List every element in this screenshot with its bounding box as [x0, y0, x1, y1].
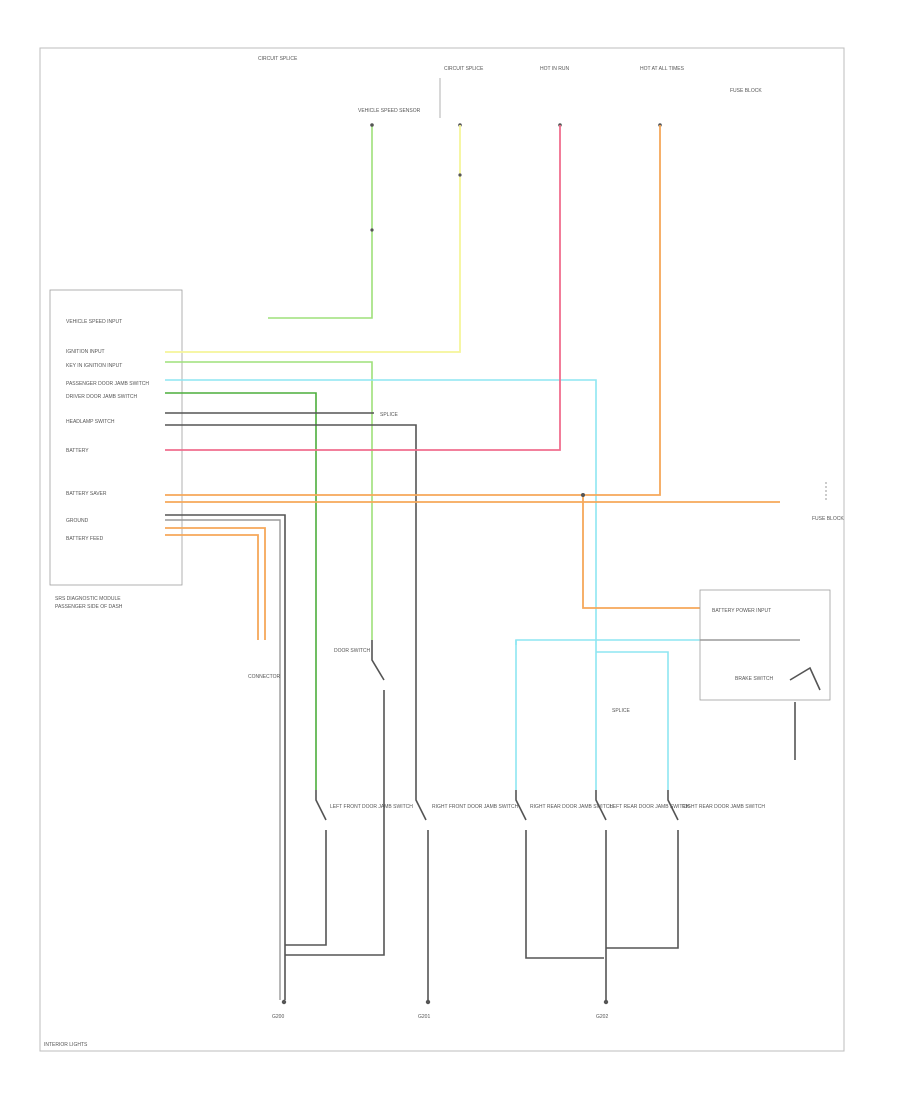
- ground-g202-label: G202: [596, 1014, 608, 1020]
- svg-text:RIGHT REAR DOOR JAMB SWITCH: RIGHT REAR DOOR JAMB SWITCH: [530, 804, 613, 810]
- door-switch-contact: [371, 640, 385, 681]
- ground-g201-pin: [425, 999, 431, 1005]
- wire-gray-right-front: [165, 424, 417, 790]
- diagram-frame: [39, 47, 845, 1052]
- yellow-wire-pin: [458, 173, 462, 177]
- module-pin-4: PASSENGER DOOR JAMB SWITCH: [66, 381, 149, 387]
- connector-label: CONNECTOR: [248, 674, 281, 680]
- wire-orange-connector-a: [165, 527, 266, 640]
- wire-orange-connector-b: [165, 534, 259, 640]
- door-switch-ground: [285, 690, 385, 956]
- switch-right-rear: RIGHT REAR DOOR JAMB SWITCH: [515, 790, 613, 959]
- wire-battery-saver-orange: [165, 125, 661, 496]
- module-pin-5: DRIVER DOOR JAMB SWITCH: [66, 394, 138, 400]
- svg-text:RIGHT REAR DOOR JAMB SWITCH: RIGHT REAR DOOR JAMB SWITCH: [682, 804, 765, 810]
- module-location: PASSENGER SIDE OF DASH: [55, 604, 123, 610]
- wire-driver-jamb-green: [165, 392, 317, 790]
- speed-sensor-pin: [370, 123, 374, 127]
- wire-orange-to-battery-input: [582, 495, 700, 609]
- splice-center-label: SPLICE: [612, 708, 630, 714]
- module-pin-8: BATTERY SAVER: [66, 491, 107, 497]
- ground-g200-pin: [281, 999, 287, 1005]
- top-note-circuit: CIRCUIT SPLICE: [444, 66, 484, 72]
- door-switch-label: DOOR SWITCH: [334, 648, 370, 654]
- module-pin-1: VEHICLE SPEED INPUT: [66, 319, 122, 325]
- wire-speed-sensor: [268, 125, 373, 319]
- speed-wire-pin: [370, 228, 374, 232]
- switch-right-rear-2: RIGHT REAR DOOR JAMB SWITCH: [606, 790, 765, 949]
- ground-g200-label: G200: [272, 1014, 284, 1020]
- top-note-hot-all-times: HOT AT ALL TIMES: [640, 66, 685, 72]
- battery-input-box: [699, 589, 831, 701]
- battery-input-label: BATTERY POWER INPUT: [712, 608, 771, 614]
- top-note-1: CIRCUIT SPLICE: [258, 56, 298, 62]
- module-pin-10: BATTERY FEED: [66, 536, 104, 542]
- speed-sensor-label: VEHICLE SPEED SENSOR: [358, 108, 421, 114]
- module-title: SRS DIAGNOSTIC MODULE: [55, 596, 121, 602]
- svg-text:RIGHT FRONT DOOR JAMB SWITCH: RIGHT FRONT DOOR JAMB SWITCH: [432, 804, 519, 810]
- srs-module-box: [49, 289, 183, 586]
- module-pin-9: GROUND: [66, 518, 89, 524]
- wire-ground-left: [165, 514, 286, 1000]
- wire-cyan-horizontal: [515, 639, 700, 645]
- switch-left-front: LEFT FRONT DOOR JAMB SWITCH: [285, 790, 413, 946]
- brake-switch-contact: [789, 666, 821, 691]
- module-pin-3: KEY IN IGNITION INPUT: [66, 363, 122, 369]
- top-note-hot-in-run: HOT IN RUN: [540, 66, 569, 72]
- svg-text:LEFT REAR DOOR JAMB SWITCH: LEFT REAR DOOR JAMB SWITCH: [610, 804, 690, 810]
- wire-key-in-ignition: [165, 361, 373, 640]
- wire-cyan-left-rear: [596, 651, 669, 790]
- module-pin-6: HEADLAMP SWITCH: [66, 419, 115, 425]
- svg-text:LEFT FRONT DOOR JAMB SWITCH: LEFT FRONT DOOR JAMB SWITCH: [330, 804, 413, 810]
- brake-switch-label: BRAKE SWITCH: [735, 676, 773, 682]
- wire-battery-pink: [165, 125, 561, 451]
- ground-g201-label: G201: [418, 1014, 430, 1020]
- right-fuse-label: FUSE BLOCK: [812, 516, 844, 522]
- splice-label: SPLICE: [380, 412, 398, 418]
- switch-right-front: RIGHT FRONT DOOR JAMB SWITCH: [415, 790, 519, 1000]
- ground-g202-pin: [603, 999, 609, 1005]
- wire-ignition-yellow: [165, 125, 461, 353]
- wire-passenger-jamb-cyan: [165, 379, 597, 790]
- footer-label: INTERIOR LIGHTS: [44, 1042, 88, 1048]
- wire-ground-left-b: [165, 519, 281, 1000]
- switch-left-rear: LEFT REAR DOOR JAMB SWITCH: [595, 790, 690, 1000]
- fuse-block-label: FUSE BLOCK: [730, 88, 762, 94]
- module-pin-2: IGNITION INPUT: [66, 349, 105, 355]
- orange-splice-dot: [581, 493, 585, 497]
- module-pin-7: BATTERY: [66, 448, 89, 454]
